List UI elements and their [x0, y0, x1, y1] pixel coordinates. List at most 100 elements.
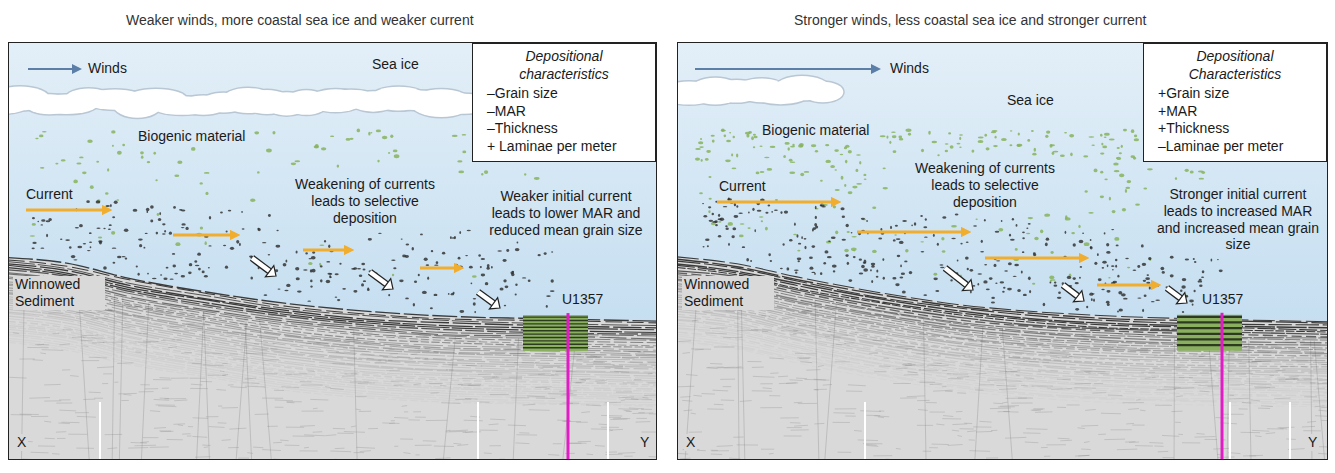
art-ellipse: [402, 255, 406, 258]
art-line: [1182, 442, 1200, 443]
art-line: [1048, 351, 1066, 352]
art-line: [134, 445, 155, 447]
art-ellipse: [895, 283, 899, 286]
art-ellipse: [61, 159, 66, 161]
art-line: [489, 423, 499, 425]
art-line: [94, 398, 103, 399]
art-ellipse: [465, 255, 468, 256]
art-ellipse: [942, 216, 946, 219]
art-ellipse: [811, 272, 815, 273]
laminated-core: [1177, 315, 1242, 351]
art-line: [222, 439, 231, 441]
art-ellipse: [491, 266, 493, 268]
sea-ice: [8, 86, 492, 117]
art-ellipse: [462, 150, 466, 153]
art-line: [578, 441, 591, 442]
art-ellipse: [1192, 303, 1194, 305]
art-ellipse: [208, 267, 210, 269]
art-ellipse: [972, 149, 975, 152]
art-ellipse: [1043, 303, 1046, 306]
art-line: [229, 428, 246, 430]
art-ellipse: [382, 136, 388, 140]
art-ellipse: [1013, 276, 1017, 277]
art-ellipse: [169, 232, 172, 235]
art-ellipse: [799, 143, 804, 147]
art-ellipse: [471, 282, 473, 284]
art-ellipse: [984, 134, 987, 137]
art-ellipse: [708, 206, 711, 208]
art-ellipse: [1094, 169, 1098, 173]
art-line: [878, 416, 884, 418]
art-line: [752, 390, 773, 391]
art-line: [1101, 413, 1121, 415]
art-ellipse: [452, 135, 458, 137]
art-ellipse: [172, 253, 175, 255]
art-ellipse: [204, 275, 208, 277]
art-ellipse: [734, 203, 736, 206]
art-ellipse: [814, 273, 816, 275]
art-line: [478, 292, 494, 304]
art-ellipse: [140, 151, 144, 154]
art-ellipse: [1114, 170, 1120, 172]
art-line: [958, 435, 962, 437]
art-ellipse: [75, 227, 79, 229]
art-path: [265, 266, 276, 277]
art-ellipse: [835, 169, 837, 170]
art-ellipse: [790, 161, 796, 162]
art-line: [1128, 408, 1139, 410]
art-ellipse: [1125, 258, 1129, 260]
art-ellipse: [175, 242, 180, 246]
art-line: [192, 436, 207, 438]
art-ellipse: [497, 250, 502, 251]
art-ellipse: [872, 206, 876, 208]
art-line: [1178, 434, 1183, 435]
art-ellipse: [797, 258, 802, 261]
art-ellipse: [390, 135, 393, 138]
art-ellipse: [824, 250, 828, 253]
art-ellipse: [1031, 130, 1034, 132]
art-ellipse: [1008, 262, 1012, 265]
art-line: [720, 379, 735, 380]
art-ellipse: [1147, 168, 1153, 170]
art-ellipse: [973, 225, 977, 227]
art-line: [740, 400, 752, 402]
art-ellipse: [789, 171, 795, 174]
art-ellipse: [1193, 258, 1195, 260]
art-ellipse: [1127, 180, 1132, 183]
current-arrow: [26, 209, 108, 212]
art-line: [523, 347, 588, 348]
art-ellipse: [1113, 281, 1117, 284]
art-ellipse: [880, 135, 886, 137]
art-line: [835, 408, 857, 409]
art-ellipse: [891, 131, 896, 132]
art-ellipse: [707, 245, 709, 247]
art-line: [413, 411, 421, 412]
art-ellipse: [254, 131, 259, 134]
art-line: [75, 412, 89, 413]
art-ellipse: [1127, 267, 1130, 269]
art-ellipse: [904, 261, 907, 263]
art-ellipse: [458, 257, 461, 260]
art-ellipse: [1111, 265, 1114, 267]
art-line: [159, 430, 171, 431]
art-ellipse: [814, 223, 817, 226]
art-ellipse: [200, 226, 203, 229]
art-line: [553, 443, 562, 444]
art-ellipse: [914, 222, 916, 225]
art-line: [103, 373, 112, 374]
art-line: [991, 430, 997, 431]
art-ellipse: [1162, 271, 1165, 274]
art-ellipse: [1219, 269, 1223, 272]
art-ellipse: [752, 208, 754, 211]
art-line: [638, 412, 644, 413]
art-ellipse: [503, 259, 507, 262]
art-ellipse: [500, 287, 504, 290]
laminated-core: [523, 315, 588, 351]
art-line: [747, 361, 761, 362]
art-ellipse: [882, 258, 884, 261]
art-line: [723, 386, 732, 387]
art-ellipse: [795, 272, 797, 274]
art-ellipse: [725, 225, 728, 227]
art-ellipse: [39, 134, 44, 137]
art-line: [952, 423, 967, 425]
